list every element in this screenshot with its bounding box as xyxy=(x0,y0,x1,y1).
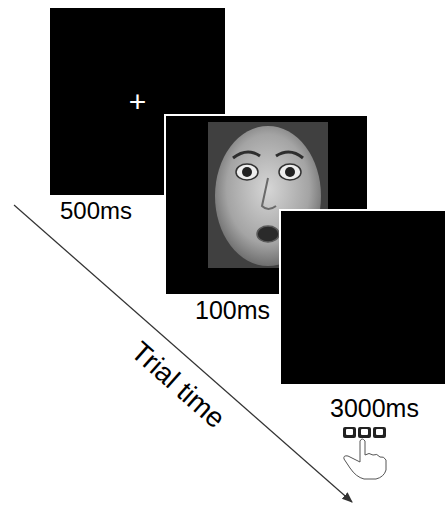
blank-screen xyxy=(280,210,445,385)
duration-label: 3000ms xyxy=(330,393,419,423)
time-axis-label: Trial time xyxy=(124,335,232,436)
duration-label: 500ms xyxy=(60,197,132,226)
screen-area xyxy=(165,115,368,295)
axis-label-holder: Trial time xyxy=(124,335,232,436)
screen-frame: 3000ms xyxy=(280,210,445,423)
hand-icon xyxy=(344,439,386,479)
screen-frame: +500ms xyxy=(50,8,225,226)
duration-label: 100ms xyxy=(195,295,270,325)
fixation-cross: + xyxy=(50,8,225,195)
time-arrow xyxy=(14,205,352,502)
screen-frame: 100ms xyxy=(165,115,368,325)
screen-area xyxy=(280,210,445,385)
keyboard-keys xyxy=(343,427,386,438)
